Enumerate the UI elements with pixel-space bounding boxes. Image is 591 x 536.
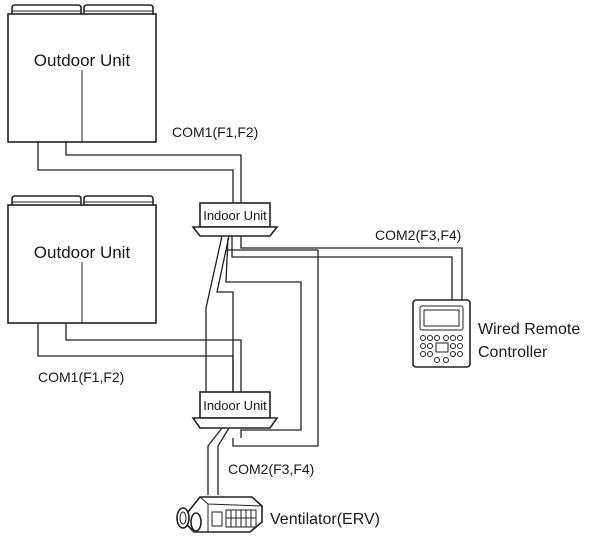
com2-remote-wire	[231, 236, 463, 300]
indoor-unit-1-label: Indoor Unit	[203, 208, 267, 223]
com2-chain-wire	[205, 235, 319, 447]
indoor-unit-2: Indoor Unit	[191, 391, 279, 429]
com1-top-label: COM1(F1,F2)	[172, 124, 258, 140]
indoor-unit-1: Indoor Unit	[191, 202, 279, 237]
com2-ventilator-label: COM2(F3,F4)	[228, 461, 314, 477]
outdoor-unit-2-label: Outdoor Unit	[34, 243, 131, 262]
outdoor-unit-1: Outdoor Unit	[7, 4, 157, 143]
ventilator-label: Ventilator(ERV)	[270, 511, 380, 528]
indoor-unit-2-label: Indoor Unit	[203, 398, 267, 413]
com2-remote-label: COM2(F3,F4)	[375, 227, 461, 243]
remote-label-line1: Wired Remote	[478, 321, 580, 338]
outdoor-unit-2: Outdoor Unit	[7, 195, 157, 324]
remote-label-line2: Controller	[478, 344, 548, 361]
com1-bottom-label: COM1(F1,F2)	[38, 369, 124, 385]
com2-ventilator-wire	[207, 427, 230, 495]
com1-top-wire	[37, 142, 242, 203]
wired-remote-controller: Wired Remote Controller	[412, 299, 580, 368]
ventilator-erv: Ventilator(ERV)	[176, 496, 380, 533]
remote-buttons	[420, 335, 463, 363]
outdoor-unit-1-label: Outdoor Unit	[34, 51, 131, 70]
